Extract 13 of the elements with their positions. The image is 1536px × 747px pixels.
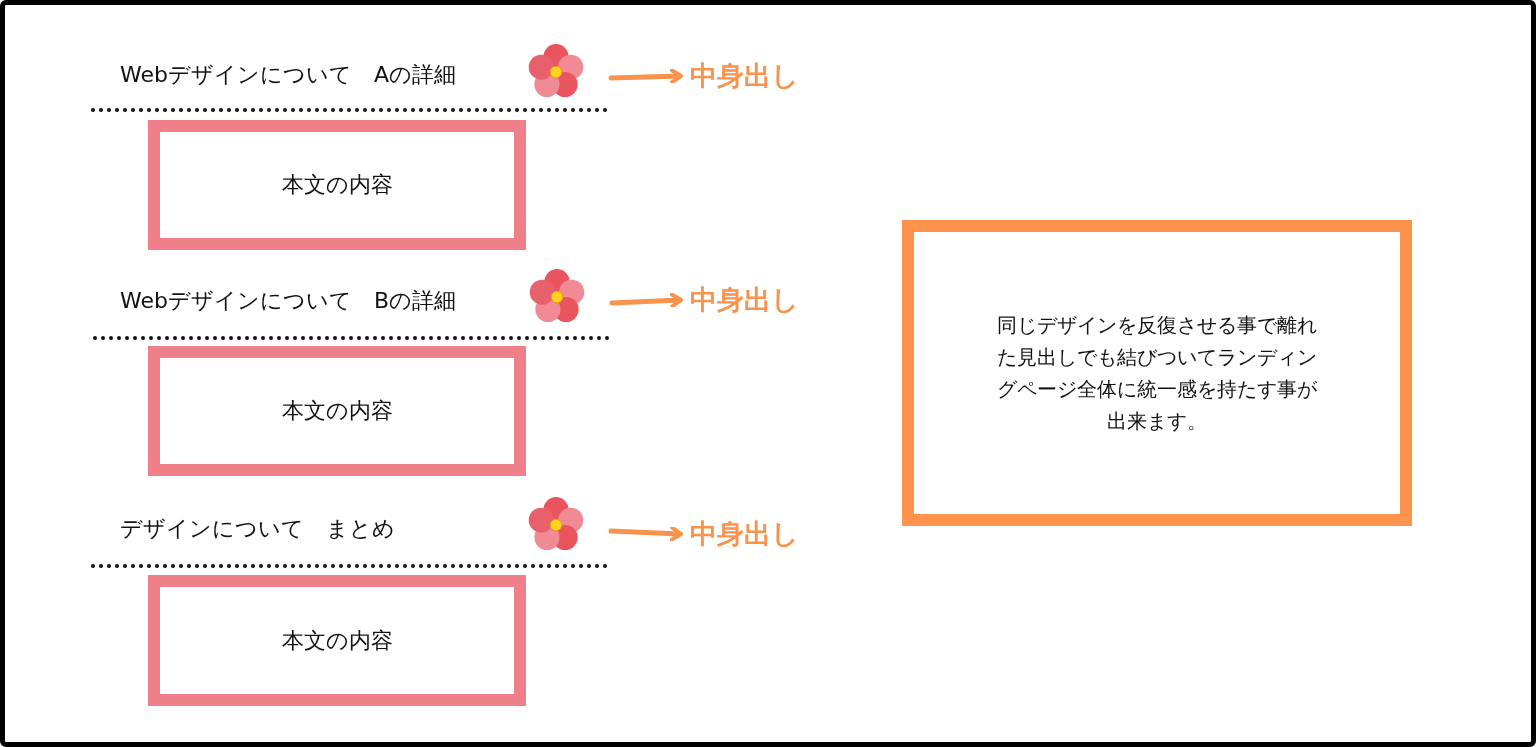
heading-tag-text: 中身出し bbox=[690, 58, 822, 94]
content-box: 本文の内容 bbox=[148, 120, 526, 250]
arrow bbox=[609, 292, 683, 309]
heading-text: デザインについて まとめ bbox=[120, 514, 450, 544]
arrow bbox=[608, 68, 683, 85]
heading-tag-text: 中身出し bbox=[690, 282, 822, 318]
heading-tag-text: 中身出し bbox=[690, 516, 822, 552]
content-box: 本文の内容 bbox=[148, 346, 526, 476]
content-box: 本文の内容 bbox=[148, 575, 526, 706]
heading-text: Webデザインについて Aの詳細 bbox=[120, 60, 515, 90]
arrow bbox=[608, 525, 683, 542]
heading-text: Webデザインについて Bの詳細 bbox=[120, 286, 515, 316]
note-box: 同じデザインを反復させる事で離れた見出しでも結びついてランディングページ全体に統一感を持たす事が出来ます。 bbox=[902, 220, 1412, 526]
